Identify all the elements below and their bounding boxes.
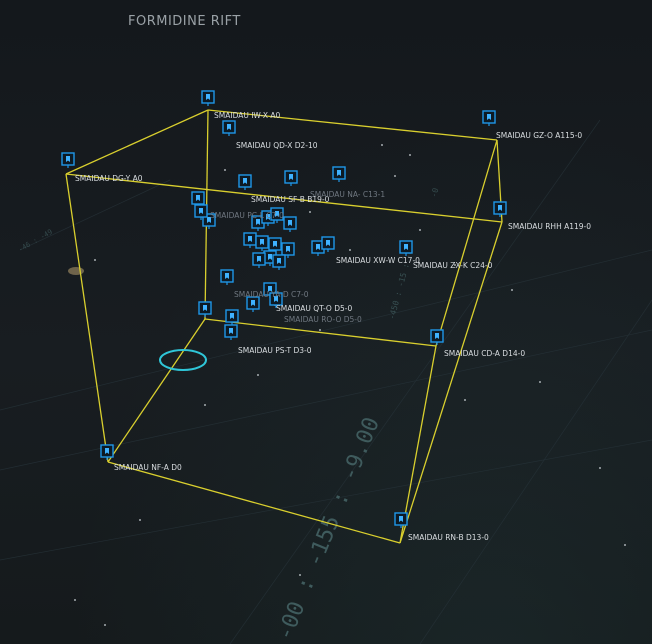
star: [309, 211, 311, 213]
system-marker-icon[interactable]: [194, 204, 208, 220]
star: [139, 519, 141, 521]
system-label[interactable]: SMAIDAU QD-X D2-10: [236, 141, 318, 150]
axis-readout: -46 : -49: [17, 228, 54, 254]
system-marker-icon[interactable]: [191, 191, 205, 207]
system-marker-icon[interactable]: [321, 236, 335, 252]
system-label[interactable]: SMAIDAU YA-D C7-0: [234, 290, 309, 299]
system-marker-icon[interactable]: [243, 232, 257, 248]
system-label[interactable]: SMAIDAU NA- C13-1: [310, 190, 385, 199]
region-bounding-box: [65, 109, 503, 544]
background-stars: [74, 144, 626, 626]
system-marker-icon[interactable]: [482, 110, 496, 126]
system-label[interactable]: SMAIDAU GZ-O A115-0: [496, 131, 582, 140]
star: [599, 467, 601, 469]
system-marker-icon[interactable]: [201, 90, 215, 106]
system-marker-icon[interactable]: [61, 152, 75, 168]
system-label[interactable]: SMAIDAU RO-O D5-0: [284, 315, 362, 324]
system-marker-icon[interactable]: [332, 166, 346, 182]
system-marker-icon[interactable]: [100, 444, 114, 460]
axis-readout: -0: [429, 187, 440, 199]
star: [539, 381, 541, 383]
system-marker-icon[interactable]: [268, 237, 282, 253]
system-marker-icon[interactable]: [255, 235, 269, 251]
system-label[interactable]: SMAIDAU NF-A D0: [114, 463, 182, 472]
system-marker-icon[interactable]: [224, 324, 238, 340]
star: [204, 404, 206, 406]
system-marker-icon[interactable]: [394, 512, 408, 528]
star: [419, 229, 421, 231]
target-ring[interactable]: [159, 349, 207, 371]
system-marker-icon[interactable]: [272, 254, 286, 270]
star: [381, 144, 383, 146]
star: [349, 249, 351, 251]
system-marker-icon[interactable]: [225, 309, 239, 325]
system-marker-icon[interactable]: [430, 329, 444, 345]
star: [409, 154, 411, 156]
system-marker-icon[interactable]: [493, 201, 507, 217]
star: [224, 169, 226, 171]
system-marker-icon[interactable]: [270, 207, 284, 223]
star: [454, 264, 456, 266]
system-marker-icon[interactable]: [222, 120, 236, 136]
star: [257, 374, 259, 376]
system-label[interactable]: SMAIDAU RN-B D13-0: [408, 533, 489, 542]
system-marker-icon[interactable]: [220, 269, 234, 285]
system-label[interactable]: SMAIDAU QT-O D5-0: [276, 304, 352, 313]
star: [394, 175, 396, 177]
star: [511, 289, 513, 291]
system-label[interactable]: SMAIDAU RHH A119-0: [508, 222, 591, 231]
system-label[interactable]: SMAIDAU IW-X A0: [214, 111, 281, 120]
star: [74, 599, 76, 601]
star: [94, 259, 96, 261]
system-marker-icon[interactable]: [238, 174, 252, 190]
system-label[interactable]: SMAIDAU ZX-K C24-0: [413, 261, 493, 270]
star: [104, 624, 106, 626]
system-label[interactable]: SMAIDAU PC-L C7-0: [210, 211, 284, 220]
system-marker-icon[interactable]: [198, 301, 212, 317]
nebula-glow: [68, 267, 84, 275]
system-label[interactable]: SMAIDAU XW-W C17-0: [336, 256, 420, 265]
system-marker-icon[interactable]: [246, 296, 260, 312]
system-marker-icon[interactable]: [283, 216, 297, 232]
system-marker-icon[interactable]: [284, 170, 298, 186]
region-title: FORMIDINE RIFT: [128, 14, 241, 29]
system-marker-icon[interactable]: [252, 252, 266, 268]
system-marker-icon[interactable]: [281, 242, 295, 258]
system-label[interactable]: SMAIDAU SF-B B19-0: [251, 195, 330, 204]
system-label[interactable]: SMAIDAU DG-Y A0: [75, 174, 143, 183]
star: [299, 574, 301, 576]
system-label[interactable]: SMAIDAU CD-A D14-0: [444, 349, 525, 358]
star: [624, 544, 626, 546]
axis-readout: -00 : -155 : -9.00: [272, 414, 384, 644]
system-marker-icon[interactable]: [269, 292, 283, 308]
star: [464, 399, 466, 401]
star: [319, 329, 321, 331]
system-label[interactable]: SMAIDAU PS-T D3-0: [238, 346, 312, 355]
system-marker-icon[interactable]: [399, 240, 413, 256]
